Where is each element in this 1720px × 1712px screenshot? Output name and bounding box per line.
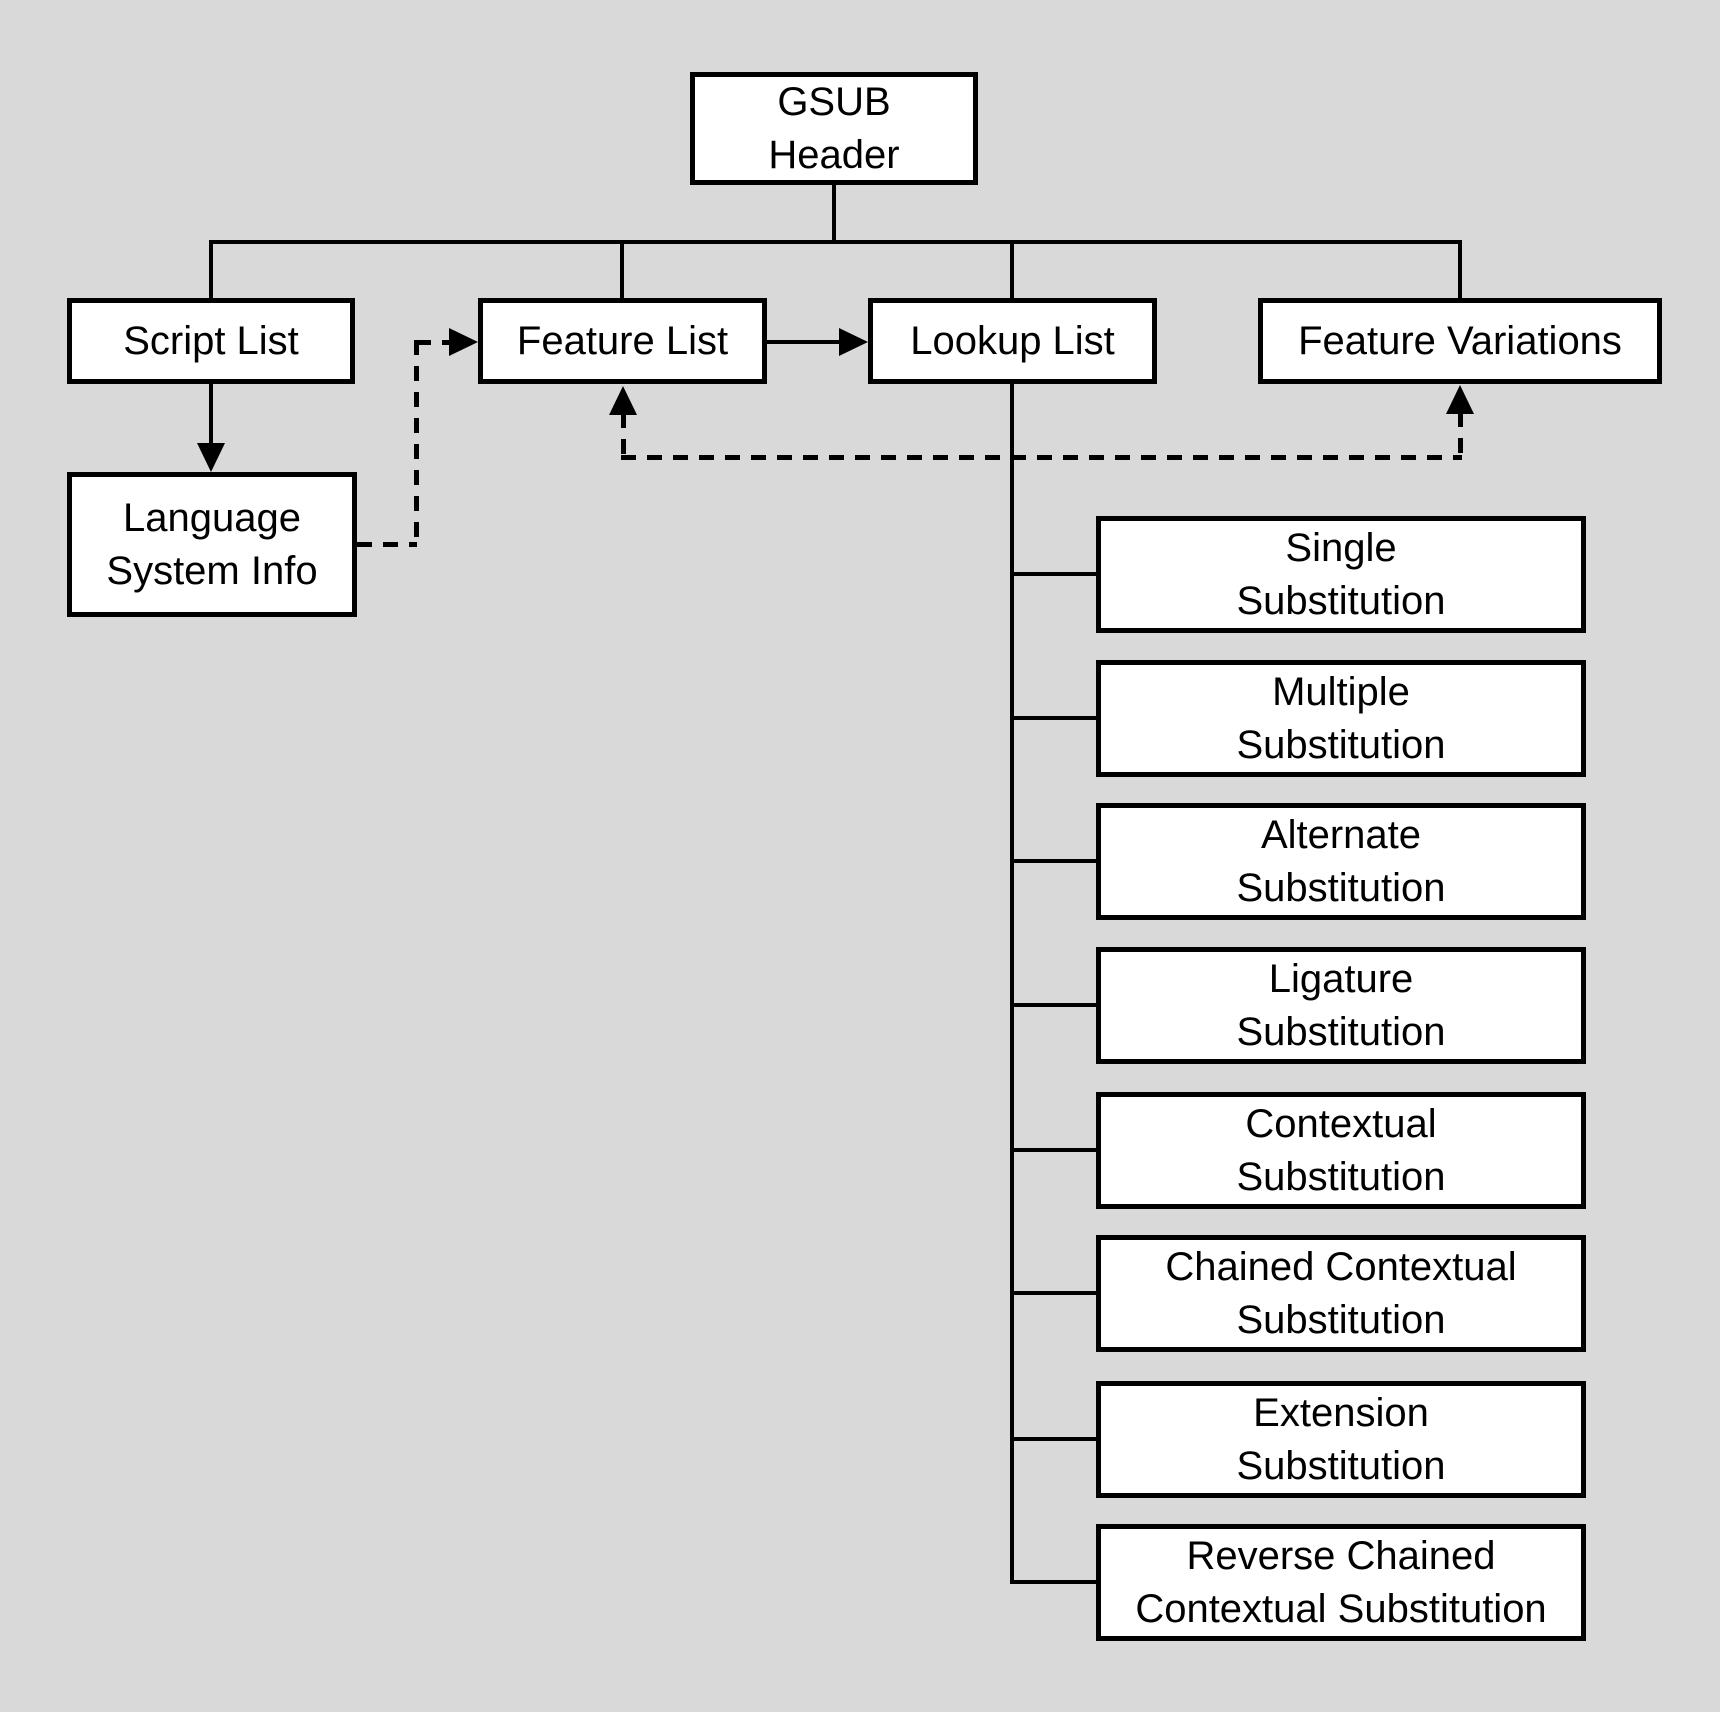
node-contextual-substitution-label: Contextual Substitution <box>1236 1101 1446 1199</box>
node-script-list: Script List <box>67 298 355 384</box>
arrowhead-up-feature-variations <box>1446 385 1474 414</box>
node-ligature-substitution: Ligature Substitution <box>1096 947 1586 1064</box>
connector-drop-lookup-list <box>1010 240 1014 298</box>
connector-dashed-langsys-riser <box>414 340 419 545</box>
node-script-list-label: Script List <box>123 318 299 363</box>
node-chained-contextual-substitution-label: Chained Contextual Substitution <box>1165 1244 1517 1342</box>
connector-drop-feature-list <box>620 240 624 298</box>
connector-distribution-line <box>209 240 1462 244</box>
node-feature-variations-label: Feature Variations <box>1298 318 1622 363</box>
node-feature-list-label: Feature List <box>516 318 729 363</box>
node-extension-substitution-label: Extension Substitution <box>1236 1390 1446 1488</box>
connector-dashed-into-featurelist <box>416 340 450 345</box>
connector-branch-extension <box>1010 1437 1096 1441</box>
node-multiple-substitution: Multiple Substitution <box>1096 660 1586 777</box>
node-gsub-header-label: GSUB Header <box>768 79 900 177</box>
connector-drop-script-list <box>209 240 213 298</box>
connector-dashed-langsys-out <box>357 542 417 547</box>
connector-branch-alternate <box>1010 859 1096 863</box>
arrowhead-right-featurelist <box>449 328 478 356</box>
node-language-system-info-label: Language System Info <box>106 495 318 593</box>
node-gsub-header: GSUB Header <box>690 72 978 185</box>
node-chained-contextual-substitution: Chained Contextual Substitution <box>1096 1235 1586 1352</box>
connector-lookup-trunk <box>1010 384 1014 1584</box>
node-lookup-list: Lookup List <box>868 298 1157 384</box>
node-multiple-substitution-label: Multiple Substitution <box>1236 669 1446 767</box>
node-feature-variations: Feature Variations <box>1258 298 1662 384</box>
node-feature-list: Feature List <box>478 298 767 384</box>
connector-dashed-up-featurelist <box>621 413 626 457</box>
node-contextual-substitution: Contextual Substitution <box>1096 1092 1586 1209</box>
connector-branch-single <box>1010 572 1096 576</box>
node-alternate-substitution-label: Alternate Substitution <box>1236 812 1446 910</box>
connector-branch-multiple <box>1010 716 1096 720</box>
arrowhead-up-featurelist <box>609 386 637 415</box>
node-reverse-chained-contextual-substitution: Reverse Chained Contextual Substitution <box>1096 1524 1586 1641</box>
connector-scriptlist-to-langsys <box>209 383 213 445</box>
arrowhead-down-langsys <box>197 443 225 472</box>
arrowhead-right-lookuplist <box>839 328 868 356</box>
node-reverse-chained-contextual-substitution-label: Reverse Chained Contextual Substitution <box>1135 1533 1547 1631</box>
node-language-system-info: Language System Info <box>67 472 357 617</box>
node-alternate-substitution: Alternate Substitution <box>1096 803 1586 920</box>
connector-branch-contextual <box>1010 1148 1096 1152</box>
connector-branch-reverse-chained <box>1010 1580 1096 1584</box>
node-ligature-substitution-label: Ligature Substitution <box>1236 956 1446 1054</box>
node-single-substitution-label: Single Substitution <box>1236 525 1446 623</box>
node-extension-substitution: Extension Substitution <box>1096 1381 1586 1498</box>
connector-branch-chained-contextual <box>1010 1291 1096 1295</box>
connector-header-stem <box>832 184 836 242</box>
connector-featurelist-to-lookuplist <box>767 340 841 344</box>
connector-branch-ligature <box>1010 1003 1096 1007</box>
connector-drop-feature-variations <box>1458 240 1462 298</box>
node-single-substitution: Single Substitution <box>1096 516 1586 633</box>
connector-dashed-cross-line <box>621 455 1462 460</box>
node-lookup-list-label: Lookup List <box>910 318 1115 363</box>
connector-dashed-up-feature-variations <box>1458 412 1463 457</box>
